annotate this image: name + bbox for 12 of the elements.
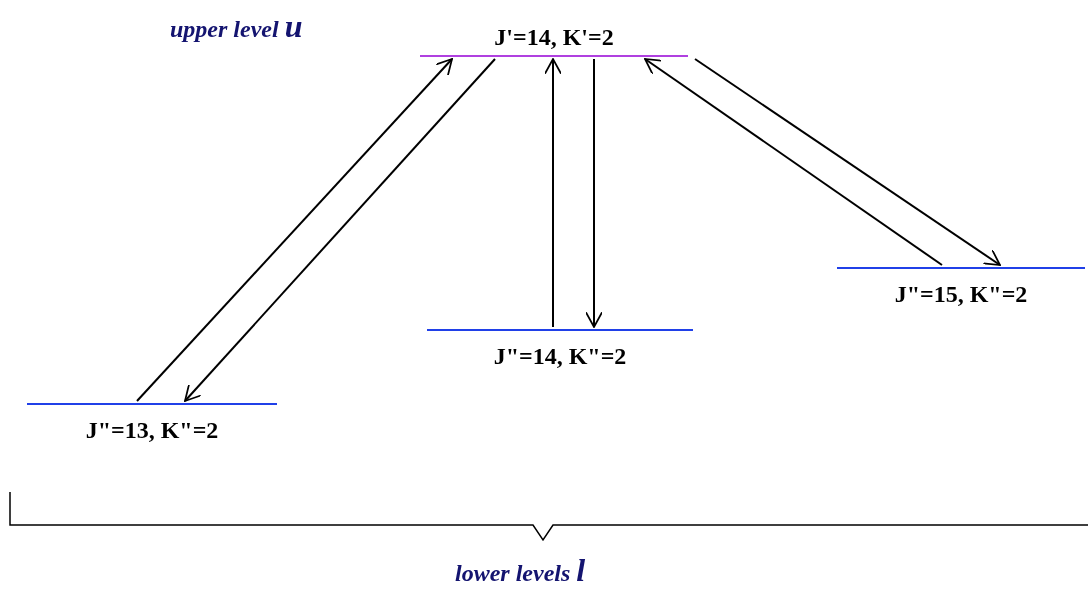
level-group-label: lower levels l — [455, 552, 586, 589]
arrow — [136, 58, 453, 402]
arrow — [184, 58, 496, 402]
level-label: J'=14, K'=2 — [493, 24, 615, 51]
arrow — [585, 58, 603, 328]
arrow — [544, 58, 562, 328]
level-label: J"=15, K"=2 — [893, 281, 1029, 308]
level-label: J"=13, K"=2 — [84, 417, 220, 444]
arrow — [694, 58, 1001, 266]
arrow — [644, 58, 943, 266]
level-group-label: upper level u — [170, 8, 303, 45]
level-label: J"=14, K"=2 — [492, 343, 628, 370]
